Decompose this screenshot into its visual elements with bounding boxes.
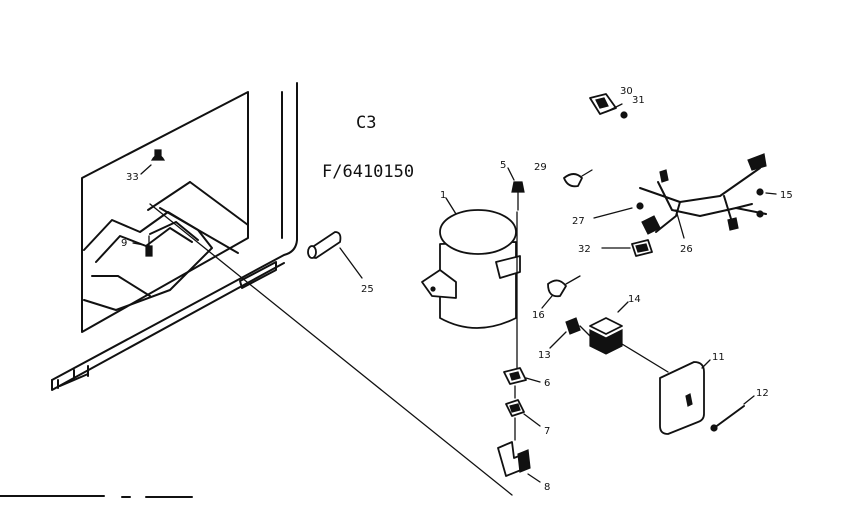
model-number-label: F/6410150 [322, 162, 414, 182]
part-5: 5 [500, 160, 525, 371]
part-6: 6 [503, 367, 550, 399]
part-14: 14 [589, 294, 669, 373]
callout-33: 33 [126, 172, 139, 183]
callout-32: 32 [578, 244, 591, 255]
callout-5: 5 [500, 160, 506, 171]
part-29: 29 [534, 162, 593, 188]
callout-12: 12 [756, 388, 769, 399]
part-12: 12 [710, 388, 769, 432]
part-13: 13 [538, 317, 591, 361]
callout-25: 25 [361, 284, 374, 295]
part-11: 11 [659, 352, 725, 435]
parts-30-31: 30 31 [589, 86, 645, 119]
callout-13: 13 [538, 350, 551, 361]
section-code-label: C3 [356, 113, 376, 133]
callout-9: 9 [121, 238, 127, 249]
callout-11: 11 [712, 352, 725, 363]
callout-8: 8 [544, 482, 550, 493]
callout-31: 31 [632, 95, 645, 106]
part-16: 16 [532, 275, 581, 321]
callout-14: 14 [628, 294, 641, 305]
part-7: 7 [505, 399, 550, 441]
part-25: 25 [307, 231, 374, 295]
part-8: 8 [497, 441, 550, 493]
cabinet: 33 9 [51, 82, 513, 496]
callout-7: 7 [544, 426, 550, 437]
callout-15: 15 [780, 190, 793, 201]
callout-29: 29 [534, 162, 547, 173]
callout-16: 16 [532, 310, 545, 321]
callout-27: 27 [572, 216, 585, 227]
part-1: 1 [421, 190, 521, 329]
wiring-harness: 26 27 15 [572, 153, 793, 255]
callout-1: 1 [440, 190, 446, 201]
callout-26: 26 [680, 244, 693, 255]
callout-6: 6 [544, 378, 550, 389]
bottom-rule [0, 495, 193, 498]
callout-30: 30 [620, 86, 633, 97]
part-32: 32 [578, 239, 653, 257]
